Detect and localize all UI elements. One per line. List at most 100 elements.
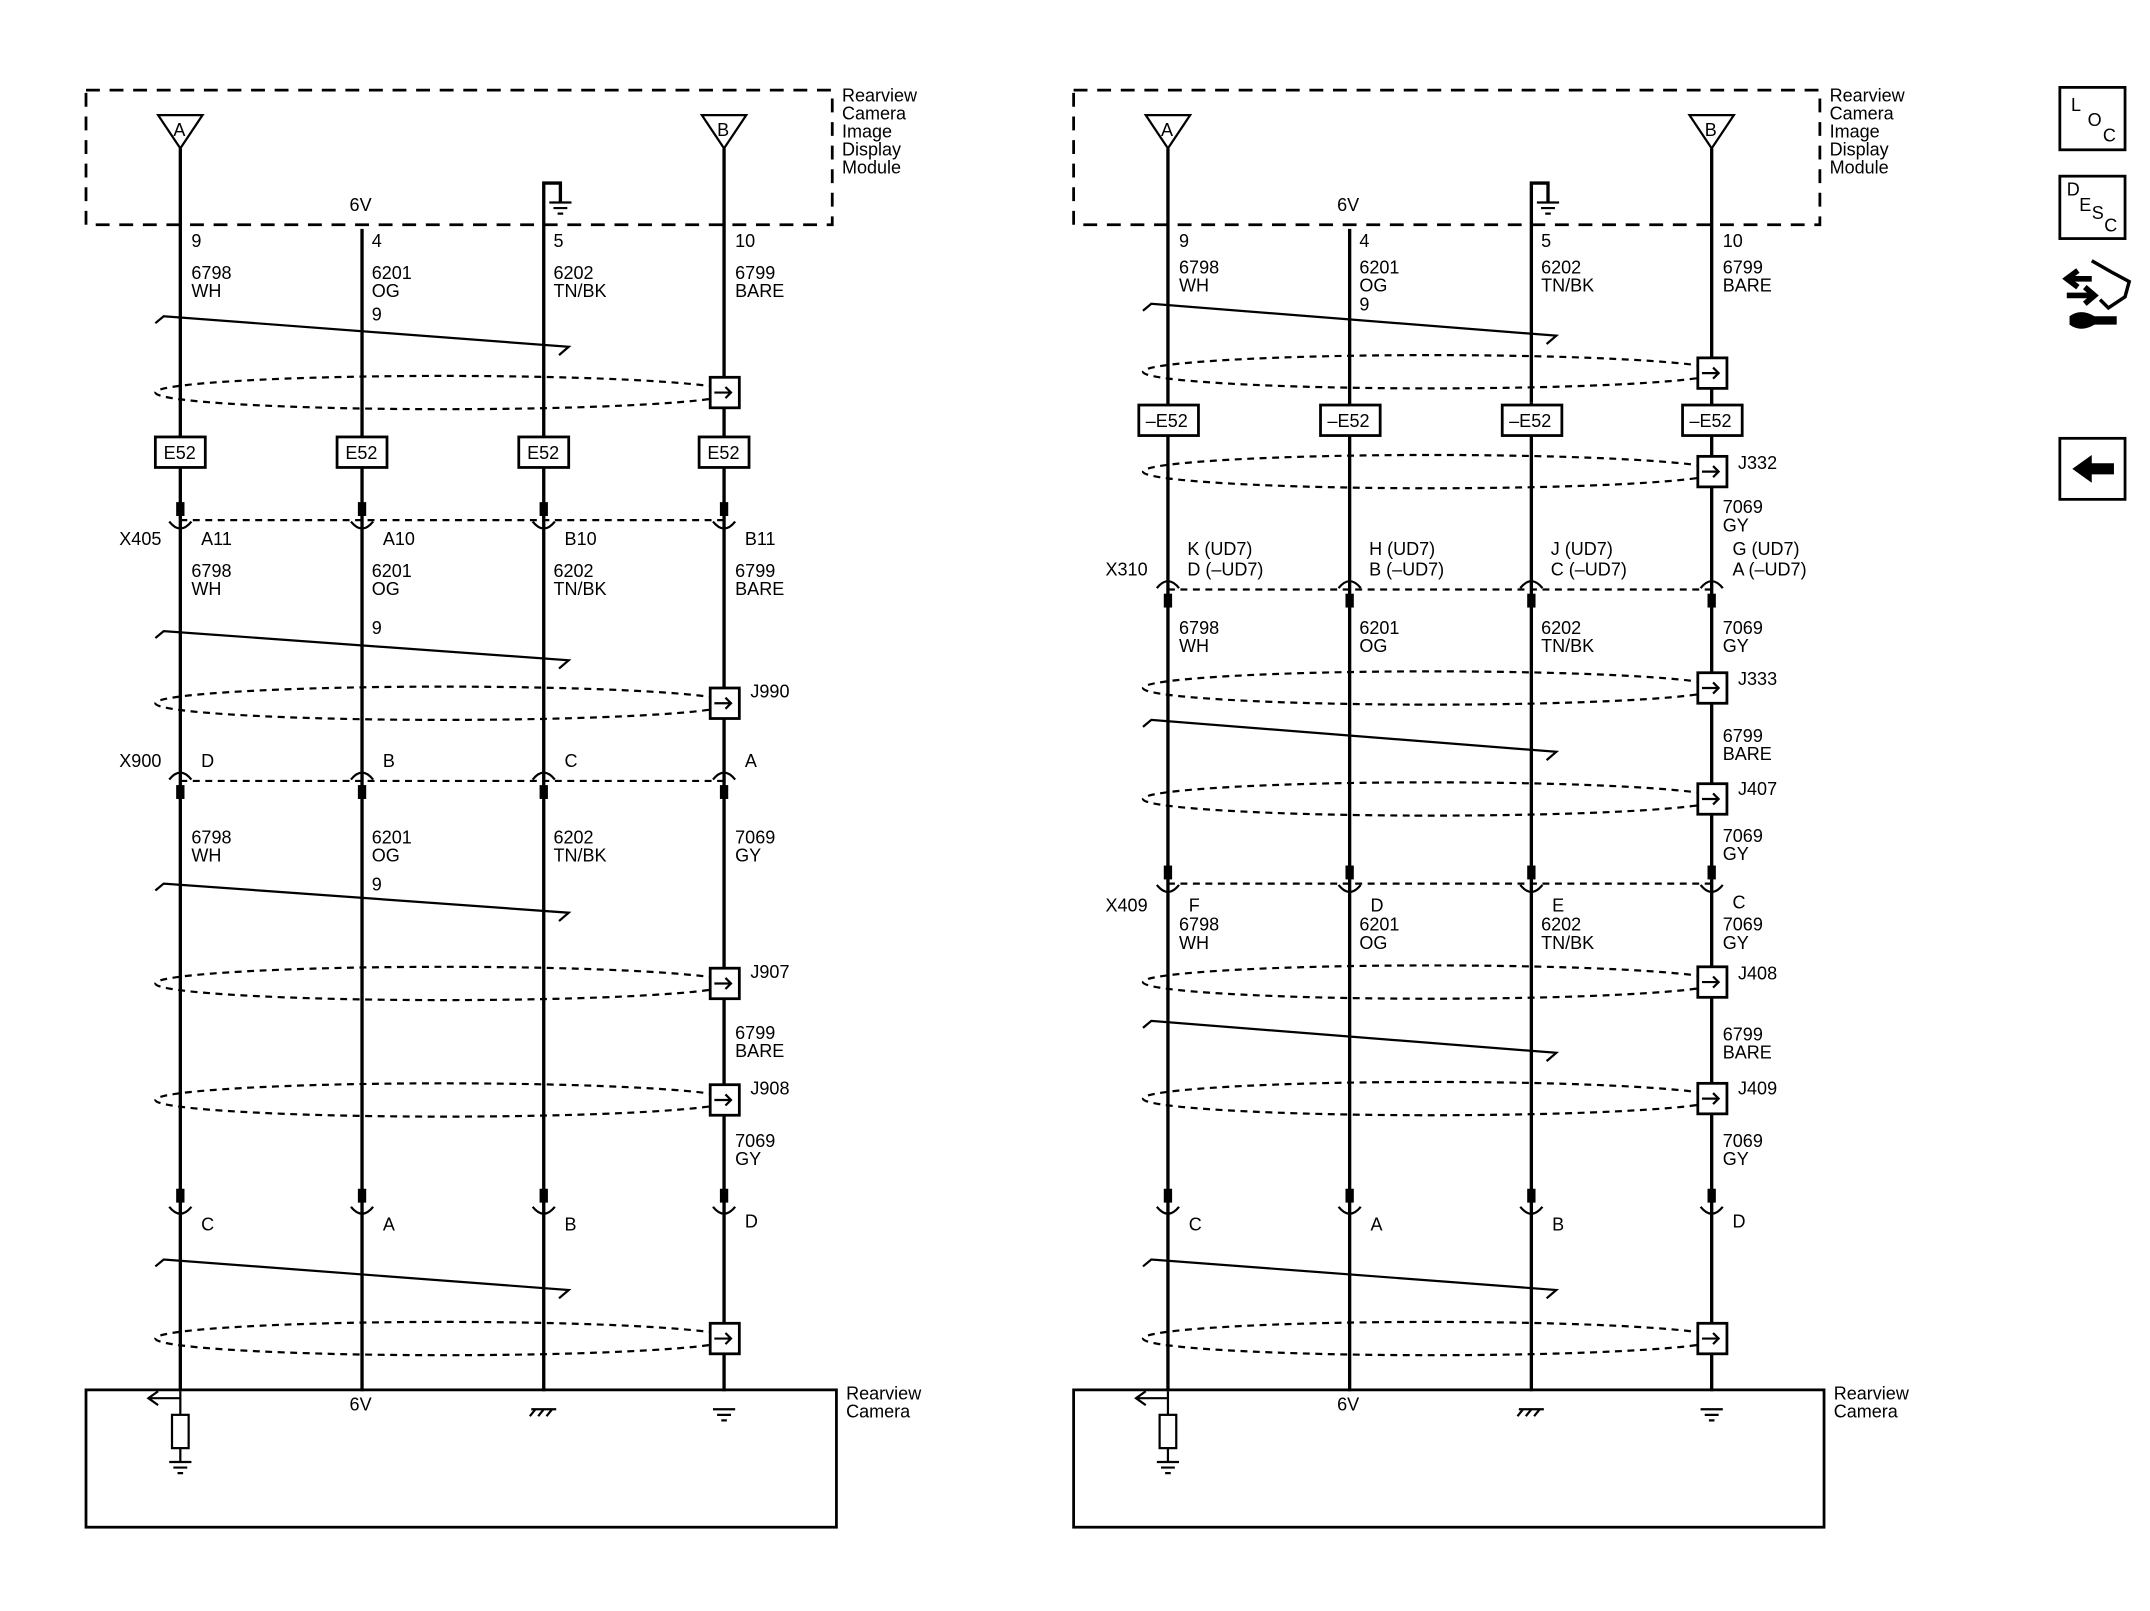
svg-text:J408: J408 [1738,963,1777,983]
svg-text:D: D [1370,895,1383,915]
ref-b-triangle [699,114,749,151]
svg-text:Image: Image [1830,121,1880,141]
bottom-connector: C A B D [168,1188,758,1234]
svg-text:7069: 7069 [1723,618,1763,638]
svg-text:B: B [383,751,395,771]
svg-text:7069: 7069 [735,827,775,847]
svg-text:BARE: BARE [1723,1042,1772,1062]
svg-text:TN/BK: TN/BK [1541,933,1594,953]
svg-text:A: A [1161,120,1173,140]
svg-text:F: F [1189,895,1200,915]
svg-text:BARE: BARE [735,1041,784,1061]
svg-text:–E52: –E52 [1146,411,1188,431]
svg-text:–E52: –E52 [1509,411,1551,431]
svg-text:6798: 6798 [1179,618,1219,638]
svg-text:6201: 6201 [1359,257,1399,277]
svg-text:A (–UD7): A (–UD7) [1732,560,1806,580]
camera-label: Rearview Camera [1834,1384,1910,1422]
svg-text:A: A [745,751,757,771]
svg-text:GY: GY [1723,933,1749,953]
svg-text:–E52: –E52 [1327,411,1369,431]
svg-text:6201: 6201 [1359,915,1399,935]
svg-text:J332: J332 [1738,453,1777,473]
svg-text:K (UD7): K (UD7) [1187,539,1252,559]
svg-text:D: D [1732,1212,1745,1232]
svg-text:WH: WH [191,281,221,301]
left-diagram: Rearview Camera Image Display Module A B… [84,85,922,1529]
svg-text:A11: A11 [201,529,232,549]
loc-icon[interactable]: L O C [2058,86,2127,152]
svg-text:X900: X900 [119,751,161,771]
svg-text:J908: J908 [750,1078,789,1098]
svg-text:D: D [201,751,214,771]
svg-text:OG: OG [372,579,400,599]
signal-ground [712,1408,736,1422]
svg-text:C (–UD7): C (–UD7) [1551,560,1627,580]
svg-text:6202: 6202 [1541,618,1581,638]
ground-wire [542,181,563,444]
svg-text:WH: WH [1179,275,1209,295]
svg-text:C: C [201,1214,214,1234]
bottom-connector: C A B D [1155,1188,1746,1234]
svg-text:Module: Module [1830,157,1889,177]
svg-text:Image: Image [842,121,892,141]
svg-text:J407: J407 [1738,779,1777,799]
svg-text:B: B [565,1214,577,1234]
svg-text:Camera: Camera [846,1402,911,1422]
svg-text:G (UD7): G (UD7) [1732,539,1799,559]
svg-text:7069: 7069 [1723,915,1763,935]
svg-text:J333: J333 [1738,669,1777,689]
back-arrow-icon[interactable] [2058,436,2127,501]
svg-text:Camera: Camera [1830,103,1895,123]
svg-text:6V: 6V [350,1395,372,1415]
svg-text:6799: 6799 [1723,257,1763,277]
svg-text:10: 10 [735,231,755,251]
svg-text:Camera: Camera [1834,1402,1899,1422]
svg-text:TN/BK: TN/BK [553,845,606,865]
svg-text:B11: B11 [745,529,776,549]
connector-tool-icon[interactable] [2062,259,2132,329]
svg-text:10: 10 [1723,231,1743,251]
svg-text:GY: GY [1723,1149,1749,1169]
svg-text:9: 9 [1179,231,1189,251]
right-diagram: Rearview Camera Image Display Module A B… [1072,85,1910,1529]
svg-text:BARE: BARE [1723,275,1772,295]
svg-text:6202: 6202 [1541,915,1581,935]
svg-text:6V: 6V [1337,195,1359,215]
svg-text:H (UD7): H (UD7) [1369,539,1435,559]
svg-text:Display: Display [1830,139,1889,159]
svg-text:6202: 6202 [1541,257,1581,277]
svg-text:Module: Module [842,157,901,177]
svg-text:OG: OG [372,281,400,301]
svg-text:–E52: –E52 [1689,411,1731,431]
chassis-ground [529,1408,557,1417]
svg-text:BARE: BARE [735,579,784,599]
svg-text:OG: OG [1359,636,1387,656]
twisted-pair-marker [154,315,572,356]
svg-text:6798: 6798 [191,561,231,581]
svg-text:Rearview: Rearview [846,1384,922,1404]
svg-text:E: E [1552,895,1564,915]
ref-a-label: A [173,120,185,140]
svg-text:6798: 6798 [1179,257,1219,277]
ground-symbol [549,201,572,215]
svg-text:TN/BK: TN/BK [553,579,606,599]
svg-text:C: C [2104,216,2117,236]
svg-text:TN/BK: TN/BK [1541,275,1594,295]
svg-text:GY: GY [1723,515,1749,535]
svg-text:D (–UD7): D (–UD7) [1187,560,1263,580]
svg-text:Display: Display [842,139,901,159]
svg-text:6202: 6202 [553,561,593,581]
svg-text:6799: 6799 [1723,1024,1763,1044]
desc-icon[interactable]: D E S C [2058,174,2127,240]
svg-text:A: A [383,1214,395,1234]
svg-text:7069: 7069 [1723,826,1763,846]
svg-text:BARE: BARE [1723,744,1772,764]
svg-text:6V: 6V [1337,1395,1359,1415]
svg-text:GY: GY [1723,636,1749,656]
svg-text:6201: 6201 [372,561,412,581]
svg-text:6201: 6201 [1359,618,1399,638]
